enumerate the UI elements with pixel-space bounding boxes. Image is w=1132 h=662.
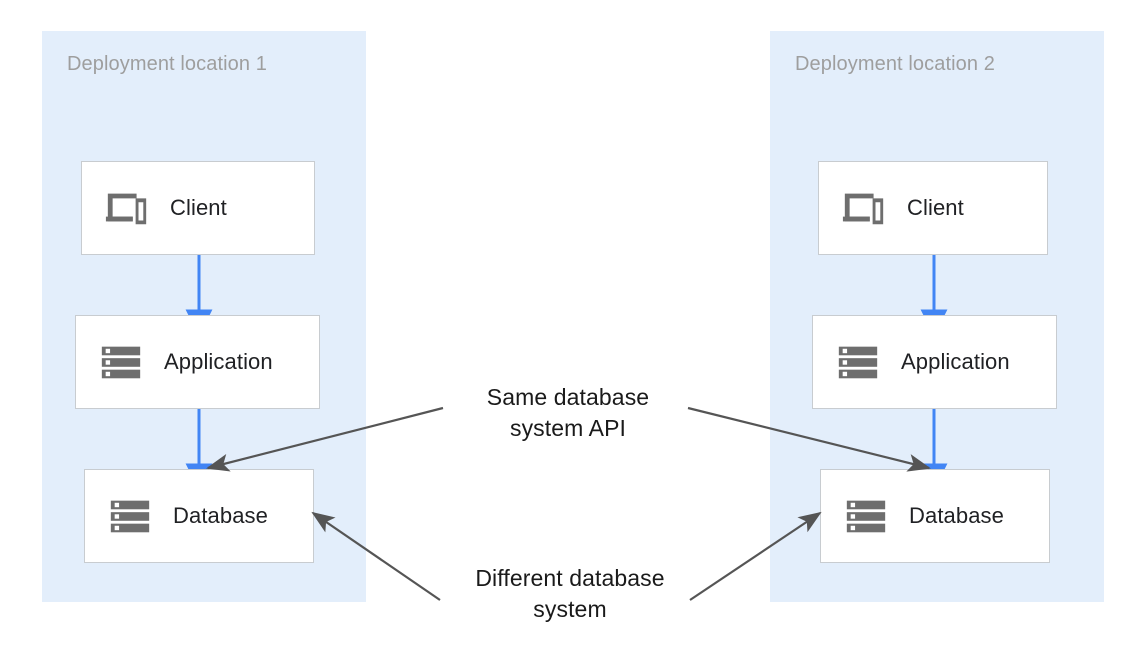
node-database-1[interactable]: Database — [84, 469, 314, 563]
node-label: Application — [164, 349, 273, 374]
annotation-different-database-system: Different database system — [475, 565, 665, 622]
node-label: Database — [909, 503, 1004, 528]
devices-icon — [105, 193, 147, 225]
annotation-same-database-system-api: Same database system API — [486, 384, 650, 441]
server-rack-icon — [846, 500, 886, 533]
panel-title: Deployment location 1 — [67, 53, 267, 75]
node-label: Application — [901, 349, 1010, 374]
node-label: Database — [173, 503, 268, 528]
node-application-1[interactable]: Application — [75, 315, 320, 409]
node-client-1[interactable]: Client — [81, 161, 315, 255]
devices-icon — [842, 193, 884, 225]
server-rack-icon — [838, 346, 878, 379]
panel-title: Deployment location 2 — [795, 53, 995, 75]
node-label: Client — [170, 195, 227, 220]
node-client-2[interactable]: Client — [818, 161, 1048, 255]
node-label: Client — [907, 195, 964, 220]
node-database-2[interactable]: Database — [820, 469, 1050, 563]
node-application-2[interactable]: Application — [812, 315, 1057, 409]
server-rack-icon — [110, 500, 150, 533]
server-rack-icon — [101, 346, 141, 379]
